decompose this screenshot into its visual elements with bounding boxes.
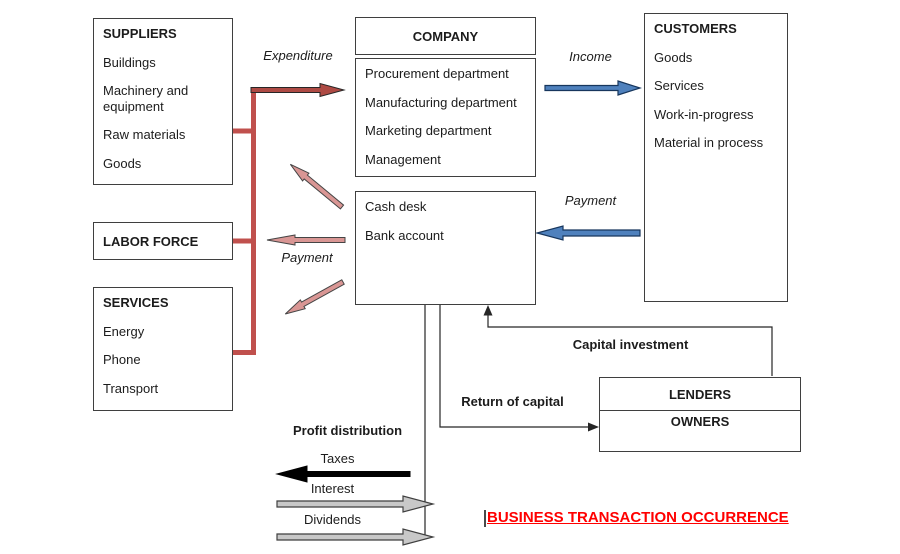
services-item: Energy	[103, 323, 145, 339]
payment-to-suppliers-arrow	[289, 163, 345, 210]
return-of-capital-arrowhead-icon	[588, 422, 599, 432]
lenders-cell: LENDERS	[600, 378, 800, 411]
payment-to-services-arrow	[284, 279, 345, 315]
labor-force-box: LABOR FORCE	[93, 222, 233, 260]
return-of-capital-label: Return of capital	[461, 394, 564, 409]
suppliers-item: Raw materials	[103, 127, 186, 143]
bracket-stub-suppliers	[233, 128, 252, 134]
owners-header: OWNERS	[670, 414, 730, 429]
payment-to-suppliers-label: Payment	[281, 250, 333, 265]
return-of-capital-line	[439, 305, 589, 428]
suppliers-item: Machinery and equipment	[103, 83, 189, 114]
payment-from-customers-arrow	[534, 225, 641, 241]
customers-header: CUSTOMERS	[654, 21, 737, 36]
company-departments-box: Procurement department Manufacturing dep…	[355, 58, 536, 177]
interest-label: Interest	[310, 481, 355, 496]
customers-item: Services	[654, 78, 704, 94]
company-header-box: COMPANY	[355, 17, 536, 55]
capital-investment-line	[487, 315, 773, 376]
interest-arrow	[276, 495, 436, 513]
company-accounts-box: Cash desk Bank account	[355, 191, 536, 305]
company-header: COMPANY	[412, 28, 479, 44]
income-arrow	[544, 80, 642, 96]
suppliers-header: SUPPLIERS	[103, 26, 177, 41]
page-title: BUSINESS TRANSACTION OCCURRENCE	[487, 509, 789, 526]
labor-force-header: LABOR FORCE	[103, 233, 199, 249]
lenders-header: LENDERS	[668, 386, 732, 402]
payment-to-labor-force-arrow	[266, 234, 346, 246]
company-department-item: Management	[365, 151, 441, 167]
dividends-arrow	[276, 528, 436, 546]
customers-item: Work-in-progress	[654, 106, 754, 122]
dividends-label: Dividends	[303, 512, 362, 527]
capital-investment-arrowhead-icon	[483, 305, 493, 316]
payment-from-customers-label: Payment	[564, 193, 617, 208]
company-department-item: Procurement department	[365, 66, 509, 81]
expenditure-label: Expenditure	[263, 48, 333, 63]
company-accounts-item: Cash desk	[365, 199, 427, 214]
company-accounts-item: Bank account	[365, 227, 444, 243]
taxes-label: Taxes	[320, 451, 355, 466]
services-item: Phone	[103, 352, 141, 368]
customers-item: Goods	[654, 49, 693, 65]
bracket-vertical-line	[251, 87, 256, 355]
capital-investment-label: Capital investment	[572, 337, 689, 352]
owners-cell: OWNERS	[600, 411, 800, 429]
capital-investment-connector	[483, 305, 773, 376]
services-box: SERVICES Energy Phone Transport	[93, 287, 233, 411]
return-of-capital-connector	[439, 305, 599, 432]
lenders-owners-box: LENDERS OWNERS	[599, 377, 801, 452]
expenditure-arrow	[250, 82, 346, 98]
text-cursor	[484, 510, 486, 527]
bracket-stub-labor-force	[233, 238, 252, 244]
income-label: Income	[569, 49, 612, 64]
company-department-item: Manufacturing department	[365, 94, 517, 110]
suppliers-item: Buildings	[103, 54, 156, 70]
company-department-item: Marketing department	[365, 123, 492, 139]
customers-item: Material in process	[654, 135, 764, 151]
services-item: Transport	[103, 380, 159, 396]
suppliers-item: Goods	[103, 155, 142, 171]
taxes-arrow	[275, 465, 411, 483]
bracket-stub-services	[233, 350, 256, 355]
profit-distribution-header: Profit distribution	[292, 423, 403, 438]
red-bracket-connector	[233, 87, 256, 355]
suppliers-box: SUPPLIERS Buildings Machinery and equipm…	[93, 18, 233, 185]
customers-box: CUSTOMERS Goods Services Work-in-progres…	[644, 13, 788, 302]
services-header: SERVICES	[103, 295, 169, 310]
